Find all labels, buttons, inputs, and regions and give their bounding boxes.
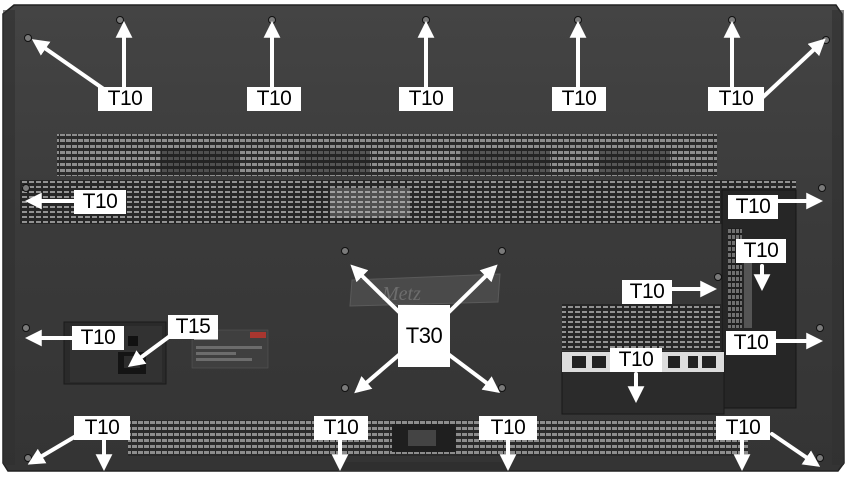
left-upper-screw-label: T10 [74,190,126,214]
right-upper-screw-label: T10 [728,195,778,219]
bottom-left-screw-label: T10 [74,416,130,440]
bottom-center-right-screw-label: T10 [479,416,537,440]
svg-text:Metz: Metz [381,283,421,305]
top-screw-2-label: T10 [247,87,301,111]
power-jack-screw-label: T15 [168,315,218,339]
top-screw-3-label: T10 [399,87,453,111]
top-screw-4-label: T10 [552,87,606,111]
bottom-center-left-screw-label: T10 [314,416,368,440]
vesa-mount-screws-label: T30 [398,305,450,367]
connector-box-screw-label: T10 [610,348,662,372]
top-right-screw-label: T10 [708,87,764,111]
right-lower-screw-label: T10 [726,331,776,355]
left-lower-screw-label: T10 [72,326,124,350]
top-left-screw-label: T10 [98,87,152,111]
bottom-right-screw-label: T10 [716,416,770,440]
io-side-screw-label: T10 [622,280,672,304]
io-module-screw-label: T10 [736,239,786,263]
